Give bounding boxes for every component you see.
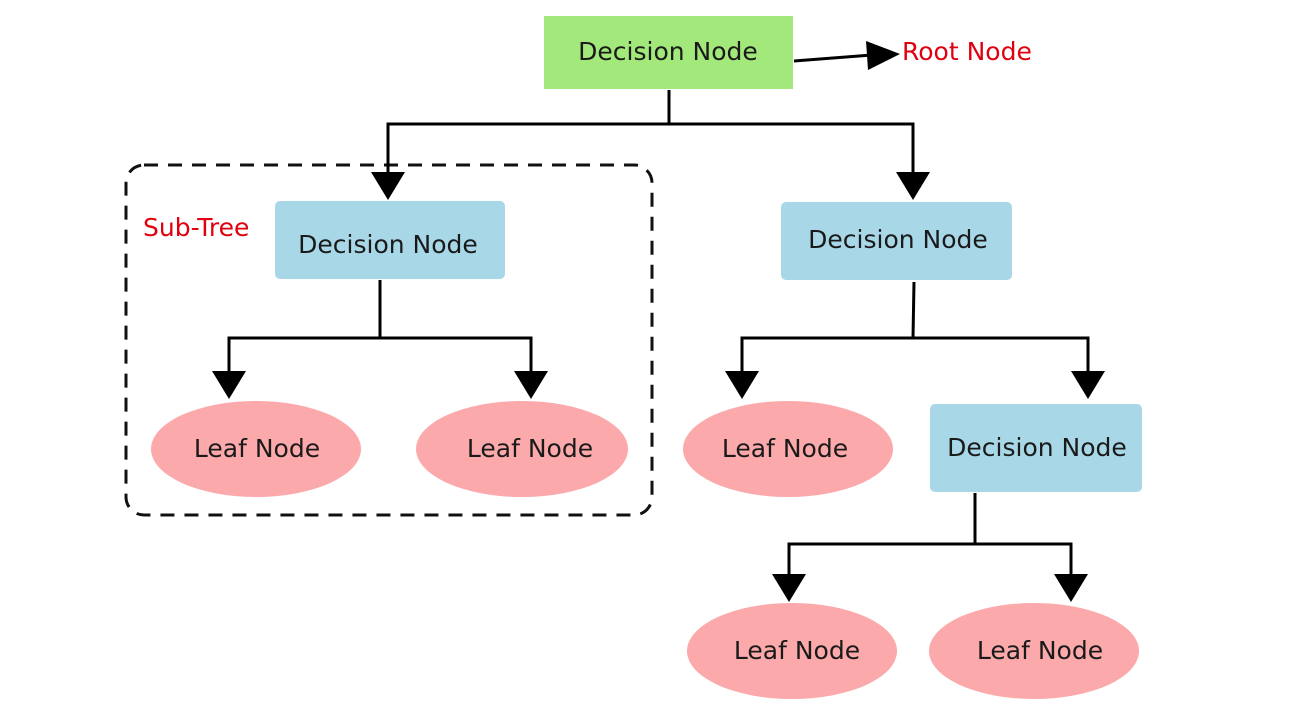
- right-decision-node: Decision Node: [781, 202, 1012, 280]
- edge-lower-leaf5: [975, 542, 1073, 580]
- leaf-node-5: Leaf Node: [929, 603, 1139, 699]
- arrowheads: [212, 41, 1105, 602]
- arrowhead-leaf5: [1054, 574, 1088, 602]
- edge-lower-leaf4: [787, 493, 977, 580]
- leaf-node-4: Leaf Node: [687, 603, 897, 699]
- leaf-node-3: Leaf Node: [683, 401, 893, 497]
- leaf-5-shape: [929, 603, 1139, 699]
- left-decision-box: [275, 201, 505, 279]
- edge-right-lower: [913, 336, 1090, 377]
- left-decision-node: Decision Node: [275, 201, 505, 279]
- leaf-4-label: Leaf Node: [734, 636, 860, 665]
- arrowhead-root-label: [866, 41, 900, 70]
- lower-decision-box: [930, 404, 1142, 492]
- leaf-2-shape: [416, 401, 628, 497]
- arrowhead-left-decision: [371, 172, 405, 200]
- root-node-label: Decision Node: [578, 37, 758, 66]
- edge-root-right: [669, 122, 915, 178]
- leaf-4-shape: [687, 603, 897, 699]
- leaf-2-label: Leaf Node: [467, 434, 593, 463]
- lower-decision-node: Decision Node: [930, 404, 1142, 492]
- arrowhead-leaf3: [725, 371, 759, 399]
- arrowhead-lower-decision: [1071, 371, 1105, 399]
- leaf-3-shape: [683, 401, 893, 497]
- right-decision-box: [781, 202, 1012, 280]
- root-node-box: [544, 16, 793, 89]
- left-decision-label: Decision Node: [298, 230, 478, 259]
- right-decision-label: Decision Node: [808, 225, 988, 254]
- lower-decision-label: Decision Node: [947, 433, 1127, 462]
- root-decision-node: Decision Node: [544, 16, 793, 89]
- leaf-3-label: Leaf Node: [722, 434, 848, 463]
- arrowhead-leaf2: [514, 371, 548, 399]
- subtree-annotation: Sub-Tree: [143, 213, 249, 242]
- leaf-node-1: Leaf Node: [151, 401, 361, 497]
- leaf-node-2: Leaf Node: [416, 401, 628, 497]
- leaf-5-label: Leaf Node: [977, 636, 1103, 665]
- edge-root-left: [386, 90, 671, 178]
- edge-root-label: [793, 53, 873, 63]
- edge-right-leaf3: [740, 281, 916, 377]
- edge-left-leaf2: [380, 336, 533, 377]
- root-node-annotation: Root Node: [902, 37, 1032, 66]
- arrowhead-right-decision: [896, 172, 930, 200]
- leaf-1-shape: [151, 401, 361, 497]
- edges: [227, 53, 1090, 580]
- arrowhead-leaf4: [772, 574, 806, 602]
- edge-left-leaf1: [227, 280, 382, 377]
- arrowhead-leaf1: [212, 371, 246, 399]
- leaf-1-label: Leaf Node: [194, 434, 320, 463]
